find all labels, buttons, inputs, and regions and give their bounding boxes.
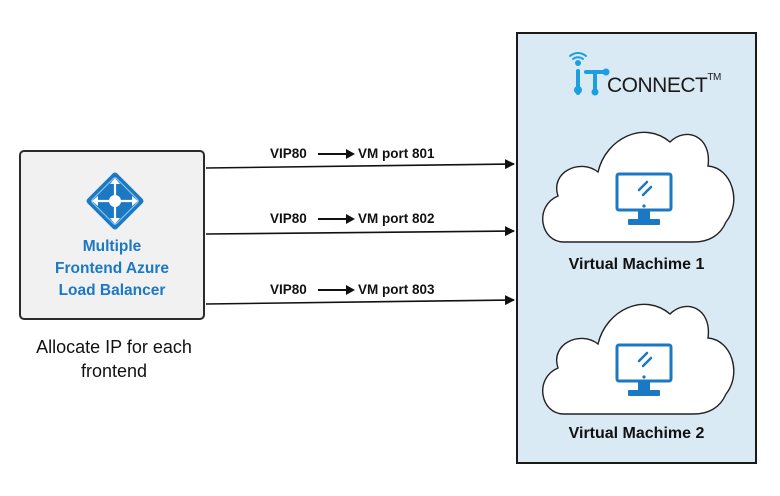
route-vip-label-2: VIP80 — [270, 211, 307, 226]
iot-connect-logo-icon — [569, 52, 610, 96]
caption-line-2: frontend — [80, 361, 148, 381]
route-arrow-2 — [318, 214, 355, 224]
load-balancer-title-line-2: Frontend Azure — [55, 260, 169, 277]
route-port-label-1: VM port 801 — [358, 146, 435, 161]
load-balancer-caption: Allocate IP for each frontend — [10, 335, 218, 383]
monitor-icon — [615, 343, 673, 396]
route-port-label-3: VM port 803 — [358, 282, 435, 297]
vm-label-2: Virtual Machime 2 — [568, 425, 705, 442]
connector-arrow-3 — [205, 295, 515, 306]
route-vip-label-1: VIP80 — [270, 146, 307, 161]
load-balancer-title-line-1: Multiple — [82, 238, 142, 255]
load-balancer-title-line-3: Load Balancer — [58, 282, 166, 299]
vm-label-1: Virtual Machime 1 — [568, 256, 705, 273]
route-port-label-2: VM port 802 — [358, 211, 435, 226]
logo-text: CONNECT — [607, 74, 708, 97]
iot-connect-logo-text: CONNECTTM — [607, 72, 721, 98]
connector-arrow-1 — [205, 159, 515, 170]
route-arrow-1 — [318, 149, 355, 159]
logo-trademark: TM — [707, 72, 721, 83]
monitor-icon — [615, 172, 673, 225]
caption-line-1: Allocate IP for each — [36, 337, 192, 357]
connector-arrow-2 — [205, 226, 515, 237]
load-balancer-title: Multiple Frontend Azure Load Balancer — [19, 236, 205, 302]
route-vip-label-3: VIP80 — [270, 282, 307, 297]
route-arrow-3 — [318, 285, 355, 295]
azure-load-balancer-icon — [86, 172, 144, 230]
